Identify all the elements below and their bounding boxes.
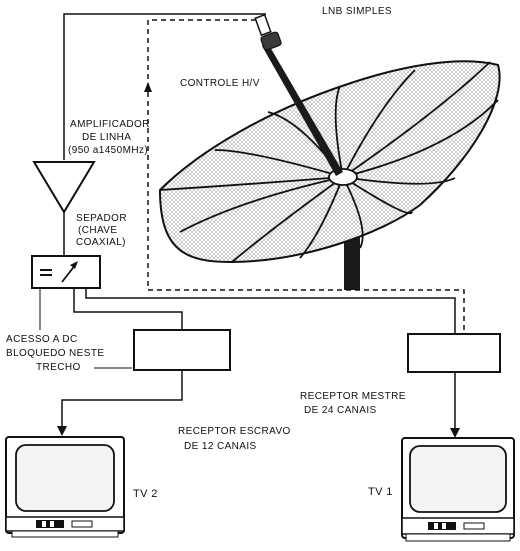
coaxial-separator-box: [31, 255, 101, 289]
line-amplifier-triangle: [32, 161, 96, 214]
acesso-label-line1: ACESSO A DC: [6, 334, 78, 345]
feed-arm: [262, 40, 343, 176]
amplificador-label-line3: (950 a1450MHz): [68, 145, 149, 156]
tv2-label: TV 2: [133, 488, 158, 500]
signal-arrows: [57, 82, 460, 438]
tv2-set: [5, 436, 125, 538]
receptor-mestre-label-line2: DE 24 CANAIS: [304, 405, 377, 416]
lnb-feed-icon: [254, 13, 282, 51]
lnb-label: LNB SIMPLES: [322, 6, 392, 17]
cable-slave-to-tv2: [61, 370, 183, 430]
acesso-label-line2: BLOQUEDO NESTE: [6, 348, 105, 359]
tv1-label: TV 1: [368, 486, 393, 498]
dish-hub: [328, 168, 358, 186]
separador-label-line1: SEPADOR: [76, 213, 127, 224]
cabling: [39, 13, 465, 432]
master-receiver-box: [407, 333, 501, 373]
acesso-label-line3: TRECHO: [36, 362, 81, 373]
slave-receiver-box: [133, 329, 231, 371]
tv1-set: [401, 437, 515, 542]
receptor-mestre-label-line1: RECEPTOR MESTRE: [300, 391, 406, 402]
amplificador-label-line2: DE LINHA: [82, 132, 132, 143]
cable-separator-to-slave: [73, 288, 183, 330]
dish-ribs: [159, 61, 499, 263]
separador-label-line2: (CHAVE: [78, 225, 118, 236]
satellite-dish: [158, 13, 501, 290]
separador-label-line3: COAXIAL): [76, 237, 126, 248]
cable-separator-to-master: [85, 288, 456, 334]
control-hv-dashed-line: [147, 19, 465, 334]
control-arrow-up: [144, 82, 152, 92]
receptor-escravo-label-line1: RECEPTOR ESCRAVO: [178, 426, 291, 437]
receptor-escravo-label-line2: DE 12 CANAIS: [184, 441, 257, 452]
arrow-to-tv2: [57, 426, 67, 436]
cable-lnb-to-amplifier: [63, 13, 266, 160]
controle-hv-label: CONTROLE H/V: [180, 78, 260, 89]
arrow-to-tv1: [450, 428, 460, 438]
amplificador-label-line1: AMPLIFICADOR: [70, 119, 150, 130]
